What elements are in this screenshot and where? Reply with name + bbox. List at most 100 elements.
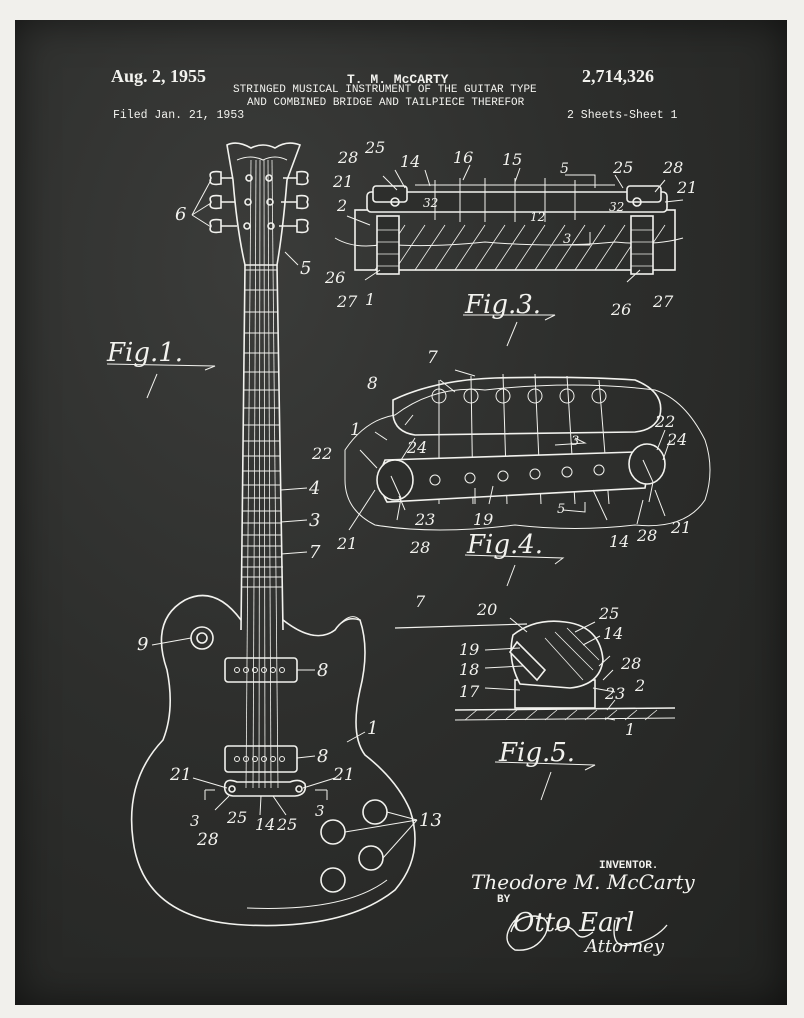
attorney-signature-flourish [506,915,668,951]
fig3-ref-1: 1 [365,290,376,309]
patent-title-line2: AND COMBINED BRIDGE AND TAILPIECE THEREF… [247,97,525,109]
fig5-ref-25: 25 [599,604,620,623]
fig4-label: Fig.4. [467,530,544,560]
ref-14: 14 [255,815,276,834]
ref-5: 5 [300,258,312,279]
ref-4: 4 [309,478,321,499]
tuning-pegs-left [209,170,237,234]
fig4-ref-28-right: 28 [637,526,658,545]
fig4-ref-1: 1 [350,420,361,440]
ref-7: 7 [309,542,321,563]
patent-chalkboard: Aug. 2, 1955 T. M. McCARTY 2,714,326 STR… [15,20,787,1005]
ref-8-neck: 8 [317,660,329,681]
guitar-neck [240,264,284,631]
fig4-ref-22-left: 22 [312,444,333,463]
by-label: BY [497,894,511,906]
fig5-label: Fig.5. [499,738,576,768]
fig3-label: Fig.3. [465,290,542,320]
frets [241,269,283,588]
fig4-ref-21-right: 21 [671,518,692,537]
patent-date: Aug. 2, 1955 [111,66,207,86]
fig4-ref-21-left: 21 [337,534,358,553]
fig5-ref-7: 7 [415,592,426,611]
ref-9: 9 [137,634,149,655]
ref-3-right: 3 [315,802,325,820]
ref-3-left: 3 [190,812,200,830]
bridge-pickup [224,745,298,773]
fig4-ref-24-right: 24 [667,430,688,449]
fig5-ref-2: 2 [635,676,646,695]
patent-number: 2,714,326 [582,66,654,86]
fig4-ref-7: 7 [427,348,438,368]
fig3-ref-14: 14 [400,152,421,171]
patent-title-line1: STRINGED MUSICAL INSTRUMENT OF THE GUITA… [233,84,537,96]
fig3-ref-26-left: 26 [325,268,346,287]
ref-21-left: 21 [170,765,192,785]
fig3-bridge-section [334,164,684,347]
fig5-ref-20: 20 [477,600,498,619]
fig3-ref-28-right: 28 [663,158,684,177]
inventor-name: T. M. McCARTY [347,72,449,87]
fig1-label: Fig.1. [107,338,184,368]
fig3-ref-21-right: 21 [677,178,698,197]
patent-drawings [106,142,711,951]
sheet-count: 2 Sheets-Sheet 1 [567,109,678,122]
fig5-ref-19: 19 [459,640,480,659]
selector-switch [190,626,214,650]
fig3-ref-27-right: 27 [653,292,674,311]
fig5-ref-17: 17 [459,682,480,701]
fig3-ref-21-left: 21 [333,172,354,191]
ref-13: 13 [419,810,442,831]
control-knobs [320,799,388,893]
fig3-ref-12: 12 [530,210,546,224]
fig3-ref-32-left: 32 [423,196,439,210]
fig5-ref-23: 23 [605,684,626,703]
fig3-ref-32-right: 32 [609,200,625,214]
ref-25-left: 25 [227,808,248,827]
fig4-ref-19: 19 [473,510,494,529]
ref-6: 6 [175,204,187,225]
fig4-ref-3: 3 [571,434,580,449]
attorney-signature: Otto Earl [513,908,635,938]
fig3-ref-2: 2 [337,196,348,215]
fig3-ref-15: 15 [502,150,523,169]
ref-28: 28 [197,830,219,850]
inventor-signature: Theodore M. McCarty [471,870,695,894]
fig4-ref-22-right: 22 [655,412,676,431]
fig3-ref-25-left: 25 [365,138,386,157]
fig4-ref-8: 8 [367,374,378,394]
tuning-pegs-right [279,170,309,234]
guitar-headstock [226,142,302,266]
fig4-bridge-perspective [344,369,711,587]
ref-1: 1 [367,718,379,739]
ref-3: 3 [309,510,321,531]
attorney-label: Attorney [585,936,665,957]
fig3-ref-16: 16 [453,148,474,167]
guitar-body [130,594,416,927]
ref-25-right: 25 [277,815,298,834]
ref-21-right: 21 [333,765,355,785]
fig4-ref-28-left: 28 [410,538,431,557]
fig5-ref-14: 14 [603,624,624,643]
fig3-ref-3: 3 [563,232,572,247]
fig5-ref-1: 1 [625,720,636,739]
guitar-drawing [130,142,418,927]
fig5-ref-18: 18 [459,660,480,679]
bridge-tailpiece [223,779,307,797]
fig3-ref-26-right: 26 [611,300,632,319]
inventor-label: INVENTOR. [599,860,659,872]
ref-8-bridge: 8 [317,746,329,767]
fig4-ref-24-left: 24 [407,438,428,457]
fig5-ref-28: 28 [621,654,642,673]
fig3-ref-5: 5 [560,161,569,177]
fig3-ref-28-left: 28 [338,148,359,167]
fig4-ref-5: 5 [557,502,566,517]
fig3-ref-25-right: 25 [613,158,634,177]
filed-date: Filed Jan. 21, 1953 [113,109,245,122]
fig4-ref-14: 14 [609,532,630,551]
fig5-bridge-section [394,617,676,801]
fig4-ref-23: 23 [415,510,436,529]
guitar-strings [245,159,279,789]
fig3-ref-27-left: 27 [337,292,358,311]
